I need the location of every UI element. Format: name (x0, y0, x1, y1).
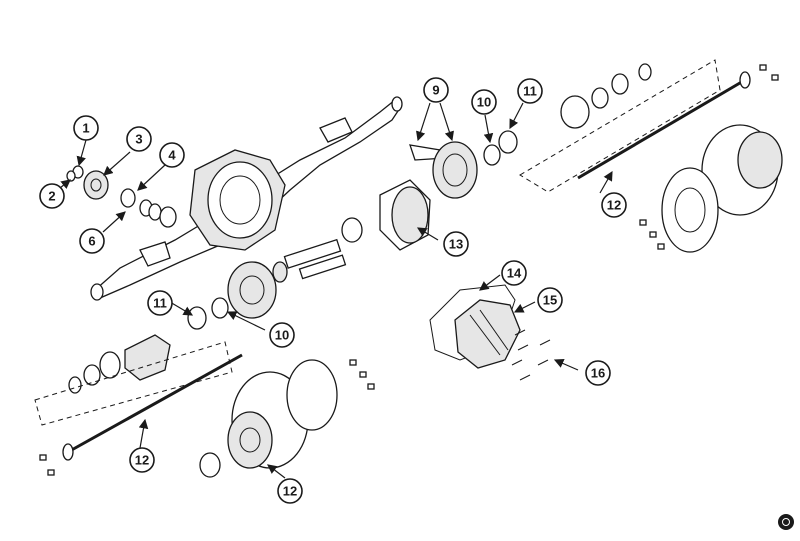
svg-text:10: 10 (477, 95, 491, 110)
callout-16: 16 (585, 360, 611, 386)
svg-text:12: 12 (283, 484, 297, 499)
svg-text:13: 13 (449, 237, 463, 252)
hub-rotor-lower (199, 359, 338, 478)
gear-set (227, 238, 347, 319)
svg-text:11: 11 (153, 296, 167, 311)
callout-2: 2 (39, 183, 65, 209)
callout-14: 14 (501, 260, 527, 286)
shaft-12a-group (519, 59, 751, 193)
callout-15: 15 (537, 287, 563, 313)
callout-3: 3 (126, 126, 152, 152)
callout-13: 13 (443, 231, 469, 257)
svg-text:2: 2 (48, 189, 55, 204)
svg-text:11: 11 (523, 84, 537, 99)
part-seal-1 (66, 165, 84, 182)
part-rings-6 (120, 188, 177, 228)
seal-11a (498, 130, 518, 154)
svg-text:4: 4 (168, 148, 176, 163)
bolts-16 (511, 329, 551, 381)
svg-text:12: 12 (135, 453, 149, 468)
callout-10-upper: 10 (471, 89, 497, 115)
shaft-12b-group (34, 341, 243, 461)
svg-text:12: 12 (607, 198, 621, 213)
part-hub-3 (83, 170, 109, 200)
callout-9: 9 (423, 77, 449, 103)
logo-icon (778, 514, 794, 530)
spindle-lower (68, 334, 171, 394)
bearing-10a (483, 144, 501, 166)
callout-1: 1 (73, 115, 99, 141)
axle-housing (90, 96, 403, 301)
fasteners (39, 64, 779, 476)
svg-text:16: 16 (591, 366, 605, 381)
svg-text:14: 14 (507, 266, 522, 281)
svg-text:10: 10 (275, 328, 289, 343)
ring-gear (409, 141, 478, 199)
callout-4: 4 (159, 142, 185, 168)
callout-10-lower: 10 (269, 322, 295, 348)
svg-text:6: 6 (88, 234, 95, 249)
callout-6: 6 (79, 228, 105, 254)
leader-lines (59, 102, 613, 479)
svg-text:1: 1 (82, 121, 89, 136)
seal-11b (187, 306, 207, 330)
callout-12-lower-right: 12 (277, 478, 303, 504)
callout-12-upper: 12 (601, 192, 627, 218)
svg-text:3: 3 (135, 132, 142, 147)
callout-11-lower: 11 (147, 290, 173, 316)
bearing-10b (211, 297, 229, 319)
cover-15 (454, 299, 521, 369)
carrier-13 (341, 179, 431, 251)
callout-11-upper: 11 (517, 78, 543, 104)
hub-rotor-right (661, 124, 783, 253)
callout-12-lower-left: 12 (129, 447, 155, 473)
svg-text:9: 9 (432, 83, 439, 98)
svg-text:15: 15 (543, 293, 557, 308)
